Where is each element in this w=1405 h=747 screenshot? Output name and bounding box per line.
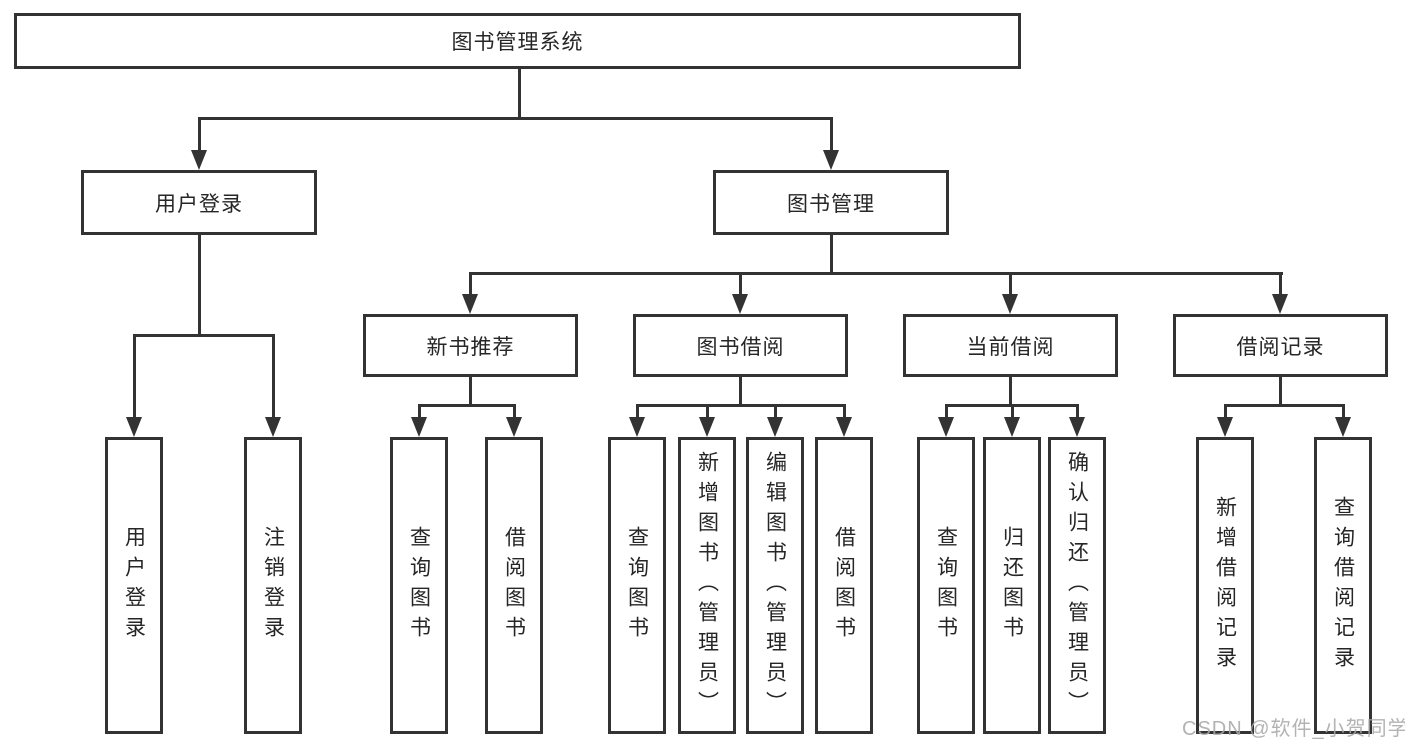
tree-line bbox=[945, 404, 948, 420]
leaf-user-login: 用户登录 bbox=[105, 437, 163, 734]
leaf-current-return: 归还图书 bbox=[983, 437, 1041, 734]
arrow-down-icon bbox=[1002, 294, 1018, 314]
tree-line bbox=[1009, 377, 1012, 407]
node-current-borrow: 当前借阅 bbox=[903, 314, 1118, 377]
leaf-current-query: 查询图书 bbox=[917, 437, 975, 734]
node-label: 借阅图书 bbox=[502, 525, 526, 646]
leaf-borrow-add-admin: 新增图书（管理员） bbox=[678, 437, 736, 734]
leaf-borrow-edit-admin: 编辑图书（管理员） bbox=[746, 437, 804, 734]
node-root-system: 图书管理系统 bbox=[14, 13, 1021, 69]
node-label: 查询图书 bbox=[407, 525, 431, 646]
node-borrow-record: 借阅记录 bbox=[1173, 314, 1388, 377]
arrow-down-icon bbox=[1335, 417, 1351, 437]
node-label: 当前借阅 bbox=[966, 335, 1055, 359]
tree-line bbox=[1011, 404, 1014, 420]
node-label: 注销登录 bbox=[261, 525, 285, 646]
tree-line bbox=[1224, 404, 1227, 420]
node-label: 借阅记录 bbox=[1236, 335, 1325, 359]
arrow-down-icon bbox=[732, 294, 748, 314]
node-label: 新增图书（管理员） bbox=[695, 450, 719, 721]
arrow-down-icon bbox=[1004, 417, 1020, 437]
node-book-management: 图书管理 bbox=[713, 170, 949, 235]
leaf-newbook-borrow: 借阅图书 bbox=[485, 437, 543, 734]
node-label: 借阅图书 bbox=[832, 525, 856, 646]
arrow-down-icon bbox=[938, 417, 954, 437]
tree-line bbox=[418, 404, 421, 420]
leaf-current-confirm-admin: 确认归还（管理员） bbox=[1048, 437, 1106, 734]
node-label: 查询图书 bbox=[625, 525, 649, 646]
node-label: 归还图书 bbox=[1000, 525, 1024, 646]
tree-line bbox=[272, 334, 275, 419]
node-label: 编辑图书（管理员） bbox=[763, 450, 787, 721]
node-new-book-recommend: 新书推荐 bbox=[363, 314, 578, 377]
tree-line bbox=[830, 117, 833, 152]
tree-line bbox=[469, 272, 1283, 275]
node-label: 图书借阅 bbox=[696, 335, 785, 359]
tree-line bbox=[198, 117, 201, 152]
tree-line bbox=[739, 377, 742, 407]
arrow-down-icon bbox=[1272, 294, 1288, 314]
tree-line bbox=[469, 272, 472, 296]
tree-line bbox=[636, 404, 639, 420]
tree-line bbox=[418, 404, 516, 407]
tree-line bbox=[133, 334, 136, 419]
arrow-down-icon bbox=[126, 417, 142, 437]
node-label: 用户登录 bbox=[155, 192, 243, 216]
arrow-down-icon bbox=[1217, 417, 1233, 437]
tree-line bbox=[1009, 272, 1012, 296]
node-book-borrow: 图书借阅 bbox=[633, 314, 848, 377]
node-user-login: 用户登录 bbox=[81, 170, 317, 235]
node-label: 确认归还（管理员） bbox=[1065, 450, 1089, 721]
node-label: 图书管理 bbox=[787, 192, 875, 216]
tree-line bbox=[843, 404, 846, 420]
tree-line bbox=[774, 404, 777, 420]
tree-line bbox=[1224, 404, 1344, 407]
arrow-down-icon bbox=[767, 417, 783, 437]
node-label: 图书管理系统 bbox=[451, 31, 584, 54]
node-label: 新书推荐 bbox=[426, 335, 515, 359]
node-label: 查询借阅记录 bbox=[1331, 495, 1355, 676]
tree-line bbox=[1076, 404, 1079, 420]
arrow-down-icon bbox=[265, 417, 281, 437]
tree-line bbox=[1279, 272, 1282, 296]
tree-line bbox=[198, 235, 201, 336]
node-label: 用户登录 bbox=[122, 525, 146, 646]
leaf-user-logout: 注销登录 bbox=[244, 437, 302, 734]
tree-line bbox=[1279, 377, 1282, 407]
tree-line bbox=[636, 404, 846, 407]
node-label: 查询图书 bbox=[934, 525, 958, 646]
arrow-down-icon bbox=[191, 150, 207, 170]
tree-line bbox=[133, 334, 275, 337]
leaf-newbook-query: 查询图书 bbox=[390, 437, 448, 734]
node-label: 新增借阅记录 bbox=[1213, 495, 1237, 676]
arrow-down-icon bbox=[836, 417, 852, 437]
arrow-down-icon bbox=[823, 150, 839, 170]
leaf-record-query: 查询借阅记录 bbox=[1314, 437, 1372, 734]
arrow-down-icon bbox=[699, 417, 715, 437]
tree-line bbox=[1342, 404, 1345, 420]
tree-line bbox=[198, 117, 833, 120]
leaf-record-add: 新增借阅记录 bbox=[1196, 437, 1254, 734]
tree-line bbox=[518, 69, 521, 119]
arrow-down-icon bbox=[411, 417, 427, 437]
arrow-down-icon bbox=[629, 417, 645, 437]
tree-line bbox=[830, 235, 833, 275]
tree-line bbox=[513, 404, 516, 420]
arrow-down-icon bbox=[462, 294, 478, 314]
leaf-borrow-borrow: 借阅图书 bbox=[815, 437, 873, 734]
tree-line bbox=[469, 377, 472, 407]
tree-line bbox=[739, 272, 742, 296]
tree-line bbox=[706, 404, 709, 420]
csdn-watermark: CSDN @软件_小贺同学 bbox=[1182, 718, 1405, 740]
leaf-borrow-query: 查询图书 bbox=[608, 437, 666, 734]
arrow-down-icon bbox=[1069, 417, 1085, 437]
arrow-down-icon bbox=[506, 417, 522, 437]
